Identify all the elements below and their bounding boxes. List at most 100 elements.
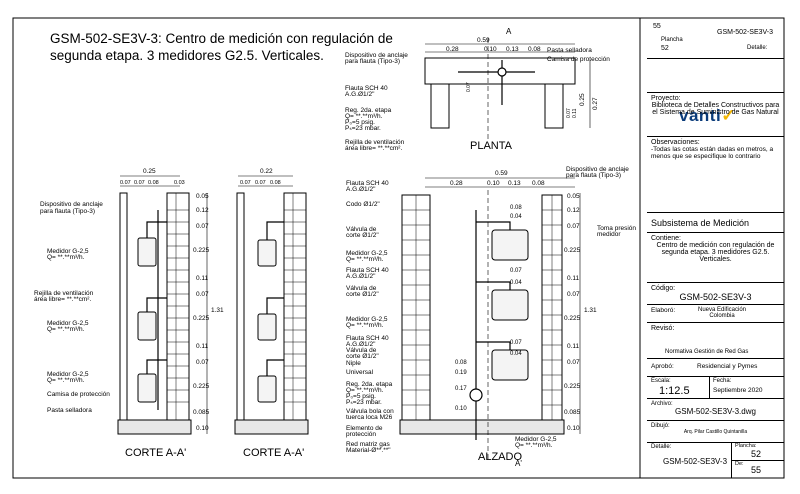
dibujo-value: Arq. Pilar Castillo Quintanilla — [683, 429, 748, 435]
elaboro-cell: Elaboró: Nueva Edificación Colombia — [647, 305, 784, 323]
svg-text:0.07: 0.07 — [567, 223, 580, 230]
detalle-cell: Detalle: GSM-502-SE3V-3 Plancha: 52 De: … — [647, 443, 784, 478]
al-universal: Universal — [346, 369, 374, 376]
elaboro-label: Elaboró: — [651, 307, 676, 314]
alzado-grid-right — [542, 195, 562, 422]
corte1-grid — [167, 193, 189, 422]
corte1-base-slab — [117, 419, 192, 435]
alzado-inner-dims: 0.08 0.04 0.07 0.04 0.07 0.04 0.08 0.19 … — [455, 205, 522, 412]
al-codo: Codo Ø1/2" — [346, 201, 380, 208]
dim-pl-small-1: 0.07 — [566, 108, 572, 118]
svg-text:0.11: 0.11 — [567, 275, 580, 282]
al-medidor2-1: Medidor G-2,5 — [346, 316, 388, 323]
detalle-label: Detalle: — [651, 444, 672, 450]
dibujo-cell: Dibujó: Arq. Pilar Castillo Quintanilla — [647, 421, 784, 443]
al-flauta40b-2: A.G.Ø1/2" — [346, 273, 376, 280]
svg-text:0.10: 0.10 — [196, 425, 209, 432]
svg-text:0.19: 0.19 — [455, 370, 467, 376]
archivo-label: Archivo: — [651, 401, 673, 407]
svg-text:0.07: 0.07 — [196, 291, 209, 298]
pl-camisa: Camisa de protección — [547, 56, 610, 63]
reviso-value: Normativa Gestión de Red Gas — [665, 349, 749, 355]
svg-text:0.12: 0.12 — [196, 207, 209, 214]
al-flauta40-1: Flauta SCH 40 — [346, 180, 389, 187]
pl-pasta: Pasta selladora — [547, 47, 592, 54]
lbl-medidor3-1: Medidor G-2,5 — [47, 371, 89, 378]
fecha-label: Fecha: — [713, 378, 732, 384]
dim-pl-small-2: 0.11 — [572, 108, 578, 118]
reviso-label: Revisó: — [651, 325, 675, 332]
aprobo-cell: Aprobó: Residencial y Pymes — [647, 359, 784, 377]
plancha2-value: 52 — [751, 449, 762, 459]
svg-text:0.07: 0.07 — [567, 291, 580, 298]
dim-c2-top: 0.22 — [260, 168, 273, 175]
proyecto-value: Biblioteca de Detalles Constructivos par… — [651, 102, 780, 116]
al-anclaje-2: para flauta (Tipo-3) — [566, 172, 621, 179]
dim-c1-sub-3: 0.03 — [174, 180, 185, 186]
sheet-num: 52 — [661, 45, 669, 52]
lbl-pasta: Pasta selladora — [47, 407, 92, 414]
svg-text:0.07: 0.07 — [196, 223, 209, 230]
dim-pl-side-1: 0.27 — [592, 97, 599, 110]
obs-value: -Todas las cotas están dadas en metros, … — [651, 146, 774, 160]
view-title-corte1: CORTE A-A' — [125, 447, 186, 459]
codigo-cell: Código: GSM-502-SE3V-3 — [647, 283, 784, 305]
alzado-meters — [491, 229, 529, 381]
reviso-cell: Revisó: Normativa Gestión de Red Gas — [647, 323, 784, 359]
lbl-anclaje-1: Dispositivo de anclaje — [40, 201, 103, 208]
de-value: 55 — [751, 465, 762, 475]
view-title-corte2: CORTE A-A' — [243, 447, 304, 459]
al-reg-2: Q= **.**m³/h. — [346, 387, 384, 394]
al-elemento-2: protección — [346, 431, 376, 438]
vertical-dims-left: 0.05 0.12 0.07 0.225 0.11 0.07 0.225 0.1… — [193, 193, 224, 432]
pl-reg-4: Pₛ=23 mbar. — [345, 125, 381, 132]
svg-text:0.04: 0.04 — [510, 280, 522, 286]
corte-2-view — [234, 192, 309, 435]
lbl-medidor1-2: Q= **.**m³/h. — [47, 254, 85, 261]
escala-fecha-cell: Escala: 1:12.5 Fecha: Septiembre 2020 — [647, 377, 784, 399]
logo-cell: vanti✓ — [647, 59, 784, 125]
svg-text:0.08: 0.08 — [510, 205, 522, 211]
svg-text:0.225: 0.225 — [193, 383, 210, 390]
dim-al-sub-0: 0.28 — [450, 180, 463, 187]
svg-text:0.05: 0.05 — [567, 193, 580, 200]
pl-reg-3: P₀=5 psig. — [345, 119, 375, 126]
vanti-logo: vanti✓ — [679, 106, 736, 125]
svg-text:0.10: 0.10 — [567, 425, 580, 432]
pl-reg-2: Q= **.**m³/h. — [345, 113, 383, 120]
dimension-lines — [120, 43, 591, 434]
codigo-value: GSM-502-SE3V-3 — [679, 292, 752, 302]
lbl-rejilla-2: área libre= **.**cm². — [34, 296, 91, 303]
detalle-value: GSM-502-SE3V-3 — [663, 457, 728, 466]
svg-text:0.10: 0.10 — [455, 406, 467, 412]
svg-text:0.07: 0.07 — [510, 340, 522, 346]
svg-text:0.225: 0.225 — [564, 383, 581, 390]
section-marker-a: A — [506, 27, 512, 36]
dim-c1-sub-0: 0.07 — [120, 180, 131, 186]
de-label: De: — [735, 461, 744, 467]
lbl-camisa: Camisa de protección — [47, 391, 110, 398]
svg-text:0.08: 0.08 — [455, 360, 467, 366]
al-medidor1-2: Q= **.**m³/h. — [346, 256, 384, 263]
svg-text:0.225: 0.225 — [193, 315, 210, 322]
svg-text:0.05: 0.05 — [196, 193, 209, 200]
alzado-grid-left — [402, 195, 430, 422]
al-bola-2: tuerca loca M26 — [346, 414, 393, 421]
title-block: 55 Plancha 52 GSM-502-SE3V-3 Detalle: va… — [647, 19, 784, 478]
alzado-pipes — [469, 210, 511, 440]
svg-text:0.04: 0.04 — [510, 214, 522, 220]
pl-anclaje-1: Dispositivo de anclaje — [345, 52, 408, 59]
proyecto-cell: Proyecto: Biblioteca de Detalles Constru… — [647, 93, 784, 137]
dim-al-top: 0.59 — [495, 170, 508, 177]
al-medbot-2: Q= **.**m³/h. — [515, 442, 553, 449]
svg-text:0.225: 0.225 — [564, 315, 581, 322]
dim-pl-top: 0.59 — [477, 37, 490, 44]
al-red-2: Material-Ø**.**" — [346, 447, 391, 454]
view-title-planta: PLANTA — [470, 140, 513, 152]
svg-text:0.085: 0.085 — [564, 409, 581, 416]
planta-box-left — [430, 83, 450, 129]
svg-text:0.085: 0.085 — [193, 409, 210, 416]
svg-text:0.07: 0.07 — [567, 359, 580, 366]
al-flauta40c-2: A.G.Ø1/2" — [346, 341, 376, 348]
